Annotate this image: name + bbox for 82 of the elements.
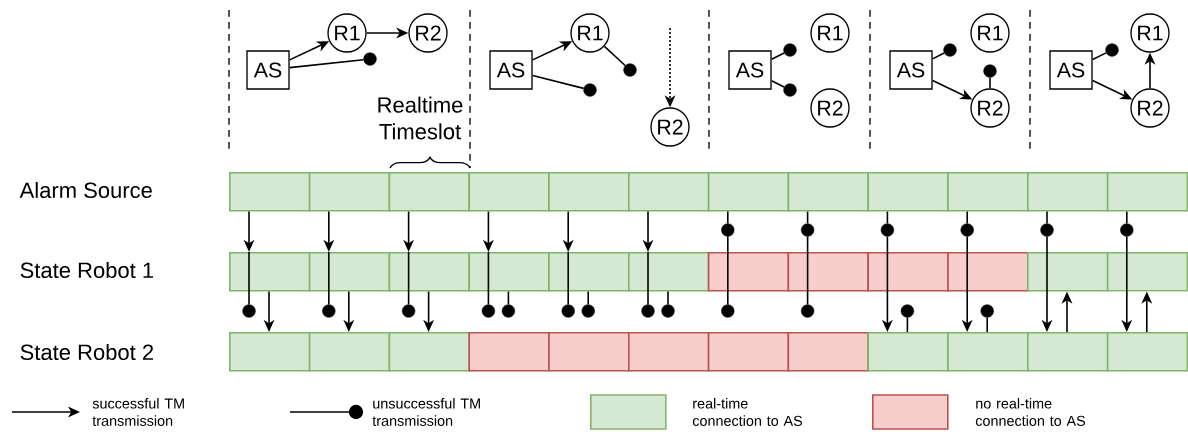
alarm-source-box: AS [889, 50, 933, 90]
line [966, 235, 968, 253]
timeslot-cell [388, 332, 470, 372]
timeslot-cell [867, 252, 949, 292]
timeslot-cell [548, 332, 630, 372]
line [806, 210, 809, 225]
timeslot-cell [1027, 332, 1109, 372]
line [567, 251, 569, 306]
line [667, 290, 669, 306]
timeslot-cell [1106, 172, 1188, 212]
timeslot-cell [1106, 332, 1188, 372]
alarm-source-box: AS [489, 50, 533, 90]
line [248, 251, 250, 306]
line [986, 316, 988, 333]
timeslot-cell [787, 172, 869, 212]
timeslot-cell [229, 332, 311, 372]
line [407, 251, 410, 306]
row-label: State Robot 1 [20, 261, 154, 279]
legend-text: real-time connection to AS [692, 398, 803, 426]
line [770, 80, 785, 88]
timeslot-cell [1027, 252, 1109, 292]
line [906, 316, 909, 333]
legend-text: successful TM transmission [92, 398, 184, 426]
timeslot-cell [1027, 172, 1109, 212]
timeslot-cell [628, 252, 710, 292]
line [507, 290, 510, 306]
timeslot-cell [548, 252, 630, 292]
timeslot-cell [468, 332, 550, 372]
line [603, 45, 626, 67]
line [886, 235, 889, 253]
line [966, 210, 968, 225]
timeslot-cell [468, 252, 550, 292]
timeslot-cell [707, 172, 790, 212]
timeslot-cell [867, 332, 949, 372]
row-label: Alarm Source [19, 181, 152, 199]
line [288, 58, 365, 69]
line [328, 251, 330, 306]
line [727, 251, 729, 306]
alarm-source-box: AS [728, 50, 772, 90]
line [647, 251, 649, 306]
line [1091, 52, 1107, 61]
timeslot-cell [229, 172, 311, 212]
alarm-source-box: AS [246, 50, 290, 90]
line [886, 210, 889, 225]
timeslot-cell [707, 332, 790, 372]
line [1046, 235, 1048, 253]
line [770, 52, 785, 60]
line [989, 76, 991, 90]
timeslot-cell [707, 252, 790, 292]
line [487, 251, 490, 306]
timeslot-cell [548, 172, 630, 212]
line [806, 235, 809, 253]
line [1046, 210, 1048, 225]
line [531, 74, 585, 90]
timeslot-label: Realtime Timeslot [378, 96, 463, 140]
alarm-source-box: AS [1049, 50, 1093, 90]
timeslot-cell [388, 252, 470, 292]
timeslot-cell [947, 172, 1029, 212]
timeslot-cell [1106, 252, 1188, 292]
timeslot-cell [308, 252, 391, 292]
timeslot-cell [628, 332, 710, 372]
timeslot-cell [628, 172, 710, 212]
timeslot-cell [867, 172, 949, 212]
line [1126, 235, 1128, 253]
timeslot-cell [308, 332, 391, 372]
line [727, 210, 729, 225]
line [1126, 210, 1128, 225]
line [727, 235, 729, 253]
timeslot-cell [787, 332, 869, 372]
line [806, 251, 809, 306]
timeslot-cell [947, 332, 1029, 372]
timeslot-cell [787, 252, 869, 292]
timeslot-cell [229, 252, 311, 292]
line [587, 290, 589, 306]
timeslot-cell [947, 252, 1029, 292]
legend-text: unsuccessful TM transmission [372, 398, 480, 426]
timeslot-cell [388, 172, 470, 212]
row-label: State Robot 2 [20, 343, 153, 361]
timeslot-cell [308, 172, 391, 212]
legend-text: no real-time connection to AS [975, 398, 1086, 426]
timeslot-cell [468, 172, 550, 212]
line [931, 52, 945, 60]
